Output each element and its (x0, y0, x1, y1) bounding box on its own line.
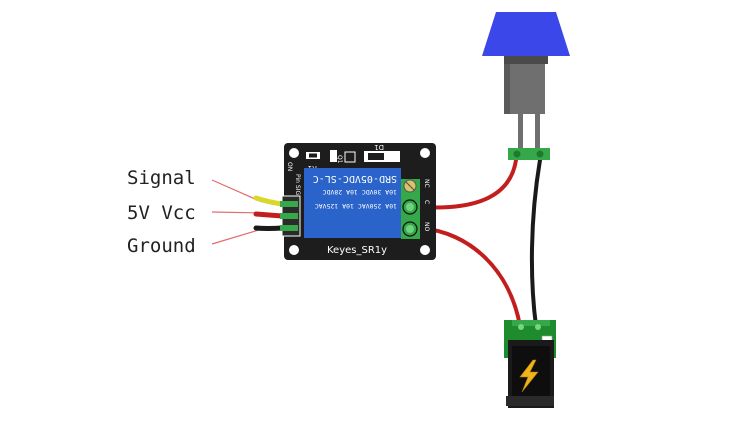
silk-d1: D1 (374, 143, 384, 151)
relay-rating-1: 10A 250VAC 10A 125VAC (315, 202, 397, 210)
module-name: Keyes_SR1y (327, 245, 387, 256)
relay-model: SRD-05VDC-SL-C (313, 173, 397, 184)
lightning-icon (519, 359, 539, 393)
pin-header (280, 195, 301, 237)
mount-hole (420, 148, 430, 158)
dc-barrel-jack (504, 320, 556, 408)
terminal-nc: NC (423, 179, 430, 188)
silk-on: ON (286, 162, 293, 171)
vcc-label: 5V Vcc (127, 202, 196, 224)
mount-hole (289, 148, 299, 158)
silk-q1: Q1 (336, 155, 343, 164)
mount-hole (289, 245, 299, 255)
lamp (482, 12, 570, 160)
lamp-cap (482, 12, 570, 56)
ground-label: Ground (127, 235, 196, 257)
ground-leader-line (211, 228, 263, 245)
relay-module: D1 R1 Q1 ON Pin SIG +5V GND SRD-05VDC-SL… (280, 143, 436, 260)
mount-hole (420, 245, 430, 255)
load-wires (418, 158, 542, 328)
terminal-com: C (423, 200, 430, 204)
terminal-no: NO (423, 222, 430, 231)
relay-block: SRD-05VDC-SL-C 10A 250VAC 10A 125VAC 10A… (304, 168, 401, 238)
input-wires (253, 195, 285, 231)
signal-label: Signal (127, 167, 196, 189)
screw-terminal: NC C NO (401, 179, 430, 239)
relay-rating-2: 10A 30VDC 10A 28VDC (323, 188, 397, 196)
